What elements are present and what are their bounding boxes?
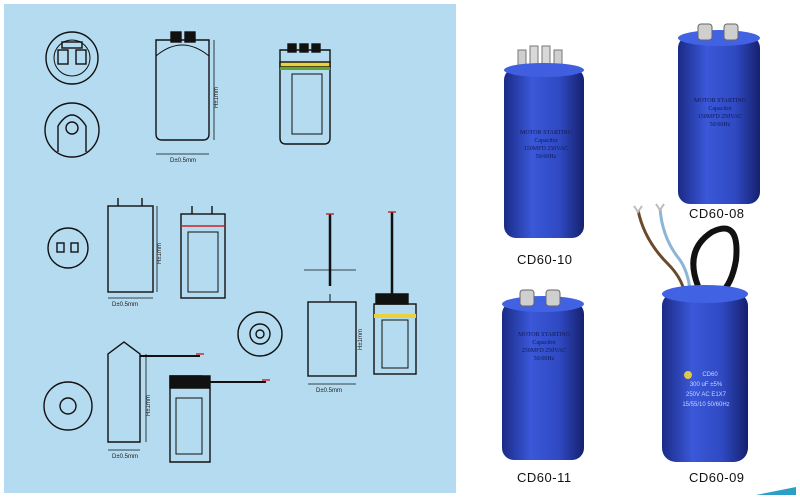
model-label-cd60-09: CD60-09	[689, 470, 745, 485]
side-view-wired-cutaway	[373, 211, 417, 375]
cd60-09-print-line2: 300 uF ±5%	[690, 382, 723, 388]
cd60-09-print-line4: 15/55/10 50/60Hz	[682, 402, 729, 408]
model-label-cd60-10: CD60-10	[517, 252, 573, 267]
dim-diameter-4: D±0.5mm	[112, 454, 138, 460]
side-view-cd60-08	[107, 198, 158, 299]
cd60-10-print-line3: 150MFD 250VAC	[524, 146, 568, 152]
dim-height-1: H±1mm	[214, 87, 220, 108]
cd60-08-print-line3: 150MFD 250VAC	[698, 114, 742, 120]
model-label-cd60-11: CD60-11	[517, 470, 572, 485]
dim-height-3: H±1mm	[358, 329, 364, 350]
cd60-10-print-heading: MOTOR STARTING	[520, 130, 573, 136]
capacitor-photo-cd60-11: MOTOR STARTING Capacitor 250MFD 250VAC 5…	[502, 289, 584, 460]
dim-diameter-1: D±0.5mm	[170, 158, 196, 164]
top-view-ring	[237, 311, 283, 357]
cd60-08-print-heading: MOTOR STARTING	[694, 98, 747, 104]
drawings-svg: D±0.5mm D±0.5mm D±0.5mm D±0.5mm H±1mm H±…	[43, 31, 417, 463]
cd60-11-print-line4: 50/60Hz	[534, 356, 555, 362]
side-view-cd60-10-cutaway	[279, 43, 331, 145]
dim-diameter-2: D±0.5mm	[112, 302, 138, 308]
cd60-09-print-line3: 250V AC E1X7	[686, 392, 727, 398]
cd60-08-print-line4: 50/60Hz	[710, 122, 731, 128]
cd60-10-print-line4: 50/60Hz	[536, 154, 557, 160]
capacitor-photo-cd60-09: CD60 300 uF ±5% 250V AC E1X7 15/55/10 50…	[633, 203, 748, 462]
top-view-small	[47, 227, 89, 269]
dim-height-2: H±1mm	[157, 243, 163, 264]
side-view-bullet-cutaway	[169, 375, 270, 463]
cd60-11-print-heading: MOTOR STARTING	[518, 332, 571, 338]
cd60-11-print-line2: Capacitor	[532, 340, 555, 346]
dim-height-4: H±1mm	[146, 395, 152, 416]
dim-diameter-3: D±0.5mm	[316, 388, 342, 394]
cd60-10-print-line2: Capacitor	[534, 138, 557, 144]
model-label-cd60-08: CD60-08	[689, 206, 745, 221]
corner-arrow-icon	[756, 487, 796, 495]
cd60-09-print-heading: CD60	[702, 372, 718, 378]
side-view-bullet-wired	[107, 341, 204, 451]
side-view-wired	[304, 213, 357, 385]
technical-drawings-panel: D±0.5mm D±0.5mm D±0.5mm D±0.5mm H±1mm H±…	[4, 4, 456, 493]
cd60-08-print-line2: Capacitor	[708, 106, 731, 112]
capacitor-photo-cd60-10: MOTOR STARTING Capacitor 150MFD 250VAC 5…	[504, 45, 584, 238]
top-view-bottom	[43, 381, 93, 431]
top-view-lock-shape	[44, 102, 100, 158]
side-view-cd60-10	[155, 31, 215, 155]
side-view-cd60-08-cutaway	[180, 206, 226, 299]
cd60-11-print-line3: 250MFD 250VAC	[522, 348, 566, 354]
top-view-two-terminal	[45, 31, 99, 85]
capacitor-photo-cd60-08: MOTOR STARTING Capacitor 150MFD 250VAC 5…	[678, 23, 760, 204]
